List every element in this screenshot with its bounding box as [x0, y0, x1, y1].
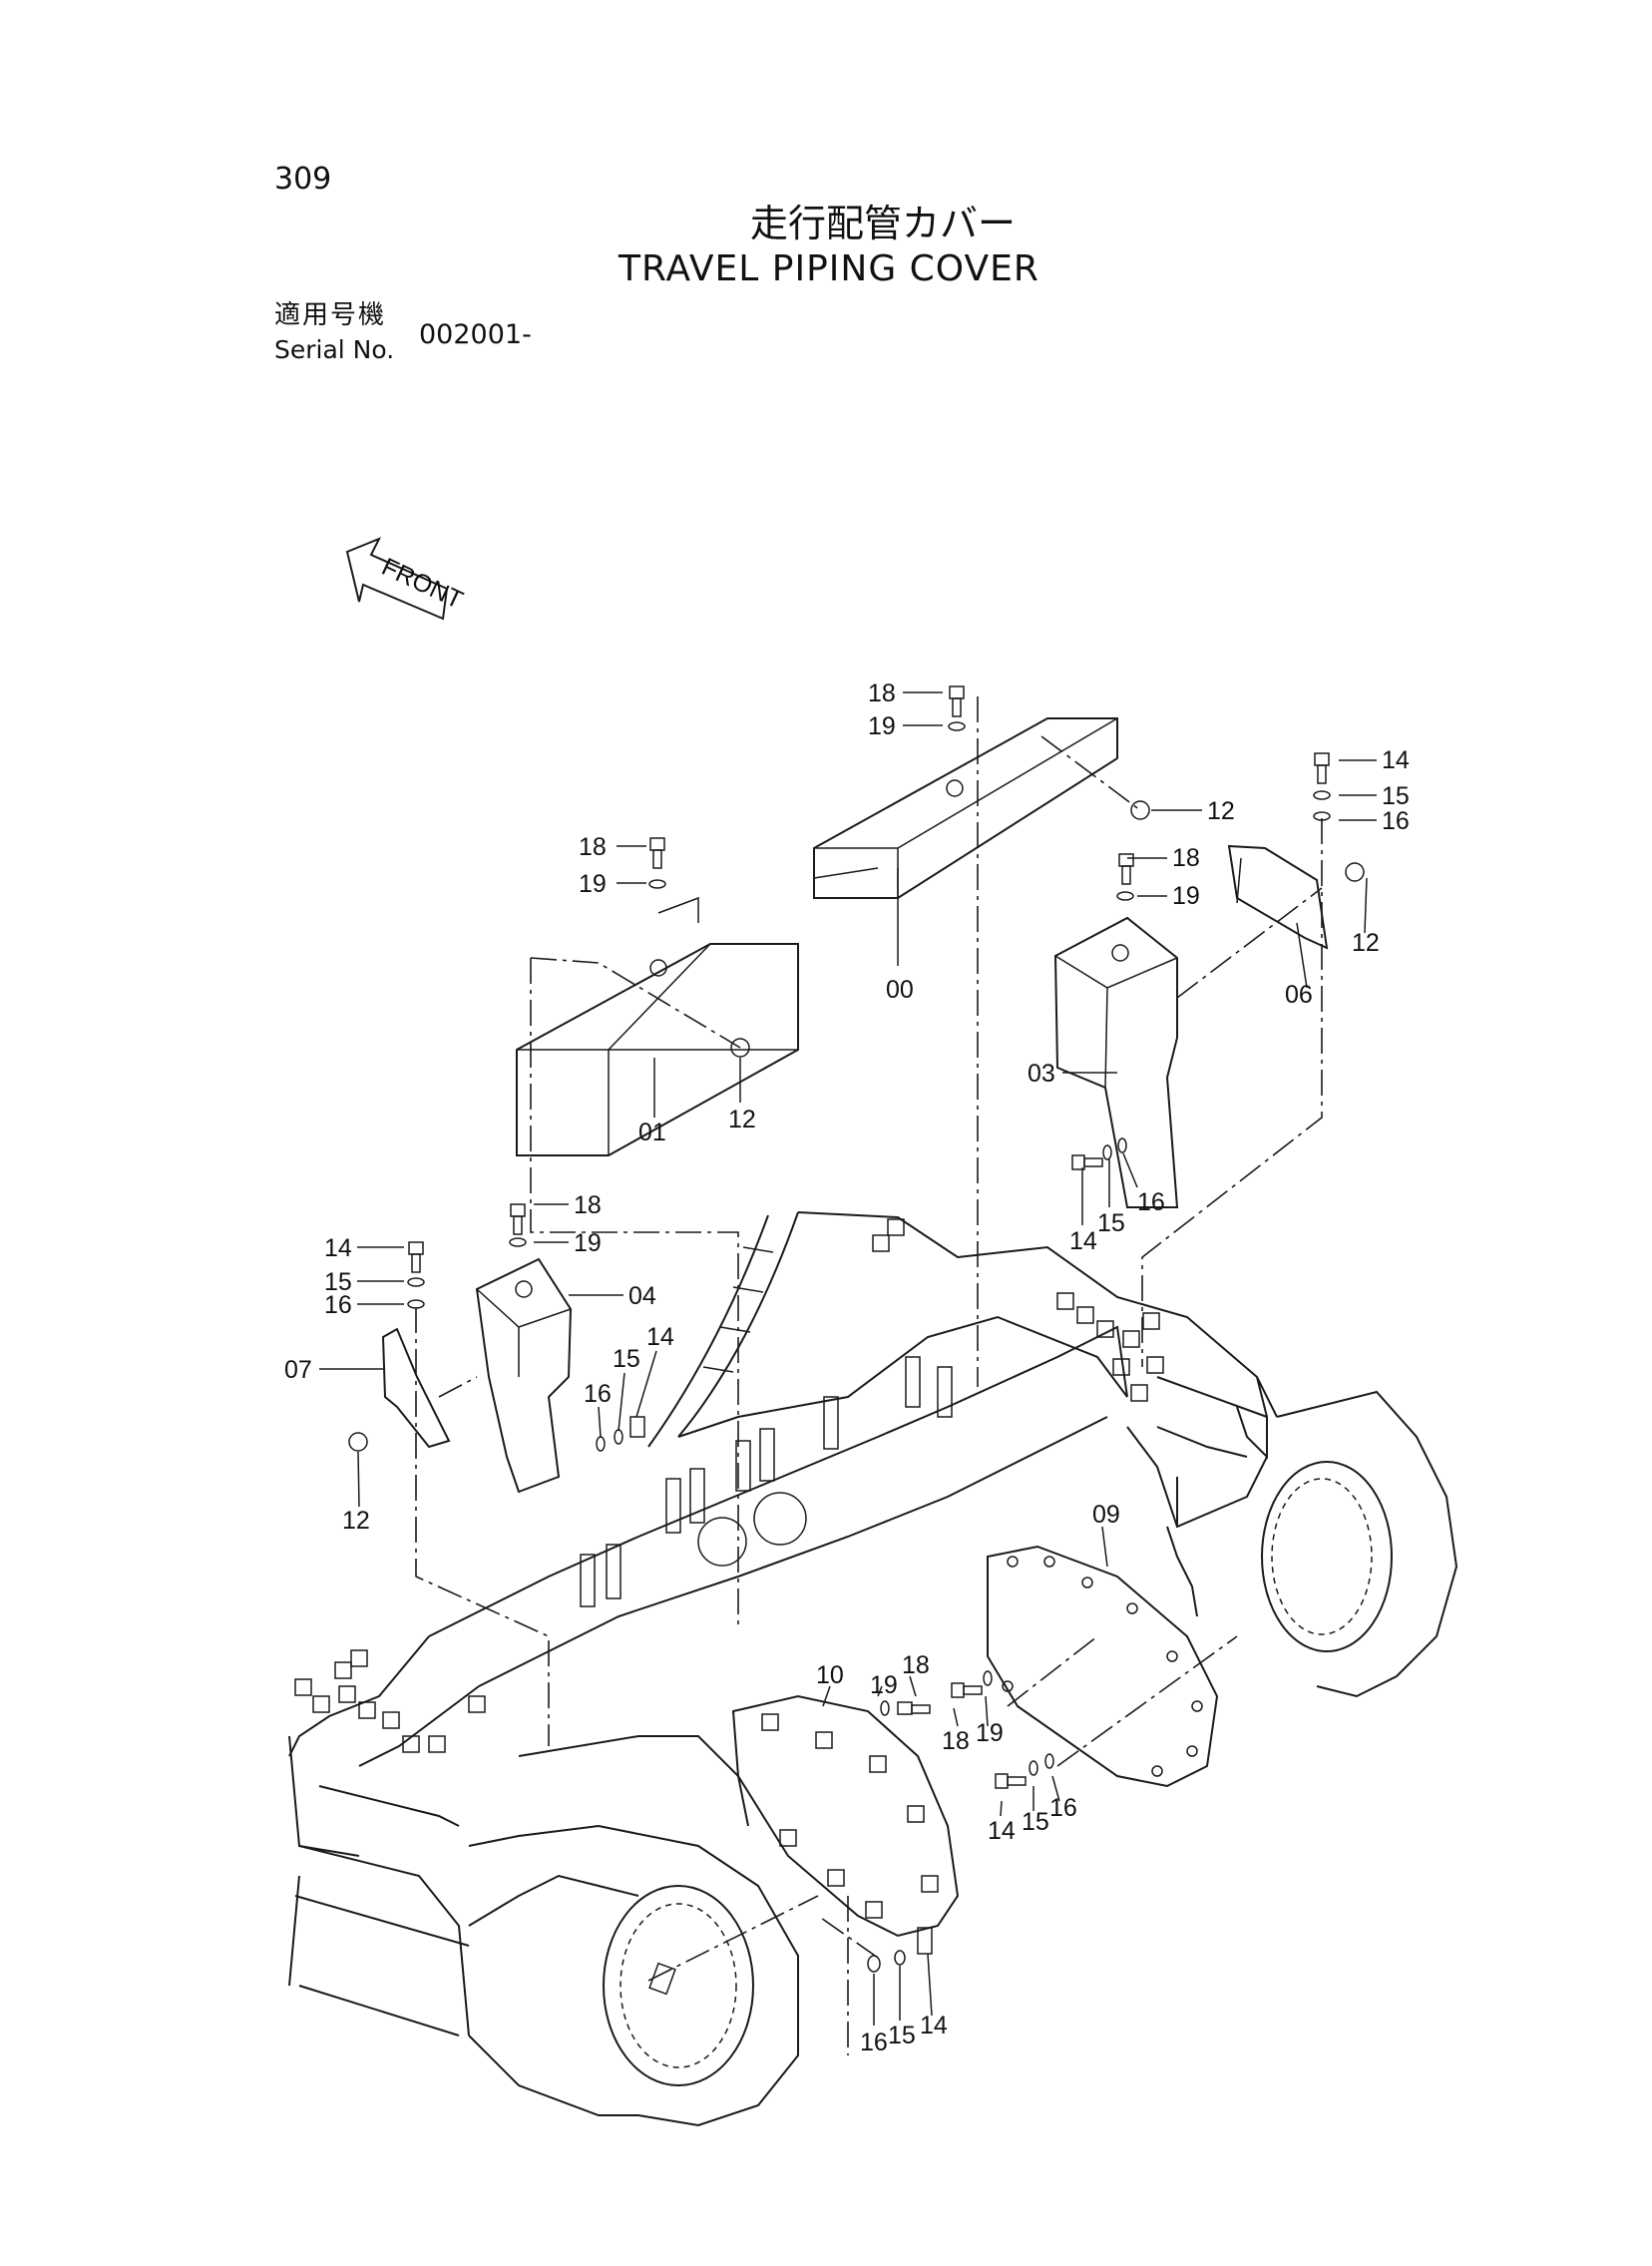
label-12-left: 12: [342, 1507, 370, 1535]
label-16-09: 16: [1049, 1794, 1077, 1822]
label-19-01: 19: [579, 870, 607, 898]
part-00-cover: [813, 717, 1118, 899]
part-03-cover: [1053, 916, 1179, 1208]
page-title-english: TRAVEL PIPING COVER: [619, 248, 1039, 289]
label-06: 06: [1285, 981, 1313, 1009]
leader-lines: [319, 691, 1377, 2026]
label-18-09: 18: [942, 1727, 970, 1755]
label-15-right: 15: [1382, 782, 1410, 810]
label-14-bottom: 14: [920, 2012, 948, 2039]
part-10-plate: [731, 1694, 960, 1938]
label-16-03: 16: [1137, 1188, 1165, 1216]
label-12-01: 12: [728, 1106, 756, 1133]
serial-label-japanese: 適用号機: [274, 300, 387, 330]
label-09: 09: [1092, 1501, 1120, 1529]
label-18-10: 18: [902, 1651, 930, 1679]
serial-label-english: Serial No.: [274, 335, 395, 364]
label-19-10: 19: [870, 1671, 898, 1699]
page-title-japanese: 走行配管カバー: [750, 202, 1017, 245]
label-16-bottom: 16: [860, 2029, 888, 2056]
label-19-09: 19: [976, 1719, 1004, 1747]
label-15-bottom: 15: [888, 2022, 916, 2049]
label-03: 03: [1028, 1060, 1055, 1088]
part-07-bracket: [381, 1327, 451, 1449]
assembly-lines: [415, 696, 1323, 2055]
label-16-left: 16: [324, 1291, 352, 1319]
label-01: 01: [638, 1119, 666, 1146]
label-19-04: 19: [574, 1229, 602, 1257]
part-01-cover: [516, 896, 799, 1156]
label-15-left: 15: [324, 1268, 352, 1296]
label-15-09: 15: [1022, 1808, 1049, 1836]
label-18-01: 18: [579, 833, 607, 861]
label-14-left: 14: [324, 1234, 352, 1262]
label-15-03: 15: [1097, 1209, 1125, 1237]
label-18-04: 18: [574, 1191, 602, 1219]
fasteners: [348, 685, 1365, 1973]
label-16-04: 16: [584, 1380, 612, 1408]
part-09-plate: [987, 1545, 1219, 1788]
label-19-03: 19: [1172, 882, 1200, 910]
label-15-04: 15: [613, 1345, 640, 1373]
track-frame: [288, 1211, 1458, 2127]
part-06-bracket: [1227, 844, 1329, 950]
label-14-03: 14: [1069, 1227, 1097, 1255]
label-14-04: 14: [646, 1323, 674, 1351]
label-07: 07: [284, 1356, 312, 1384]
serial-number-value: 002001-: [419, 319, 532, 350]
label-14-right: 14: [1382, 746, 1410, 774]
label-12-right: 12: [1352, 929, 1380, 957]
label-18-top: 18: [868, 680, 896, 707]
label-10: 10: [816, 1661, 844, 1689]
label-00: 00: [886, 976, 914, 1004]
page-number: 309: [274, 162, 332, 197]
front-direction-arrow: FRONT: [345, 537, 467, 621]
part-04-cover: [475, 1257, 573, 1494]
label-04: 04: [628, 1282, 656, 1310]
label-18-03: 18: [1172, 844, 1200, 872]
label-14-09: 14: [988, 1817, 1016, 1845]
front-label: FRONT: [377, 553, 467, 615]
label-12-top: 12: [1207, 797, 1235, 825]
label-16-right: 16: [1382, 807, 1410, 835]
part-labels: 18 19 00 12 14 15 16 12 06 18 19 18 19 0…: [284, 680, 1410, 2056]
label-19-top: 19: [868, 712, 896, 740]
